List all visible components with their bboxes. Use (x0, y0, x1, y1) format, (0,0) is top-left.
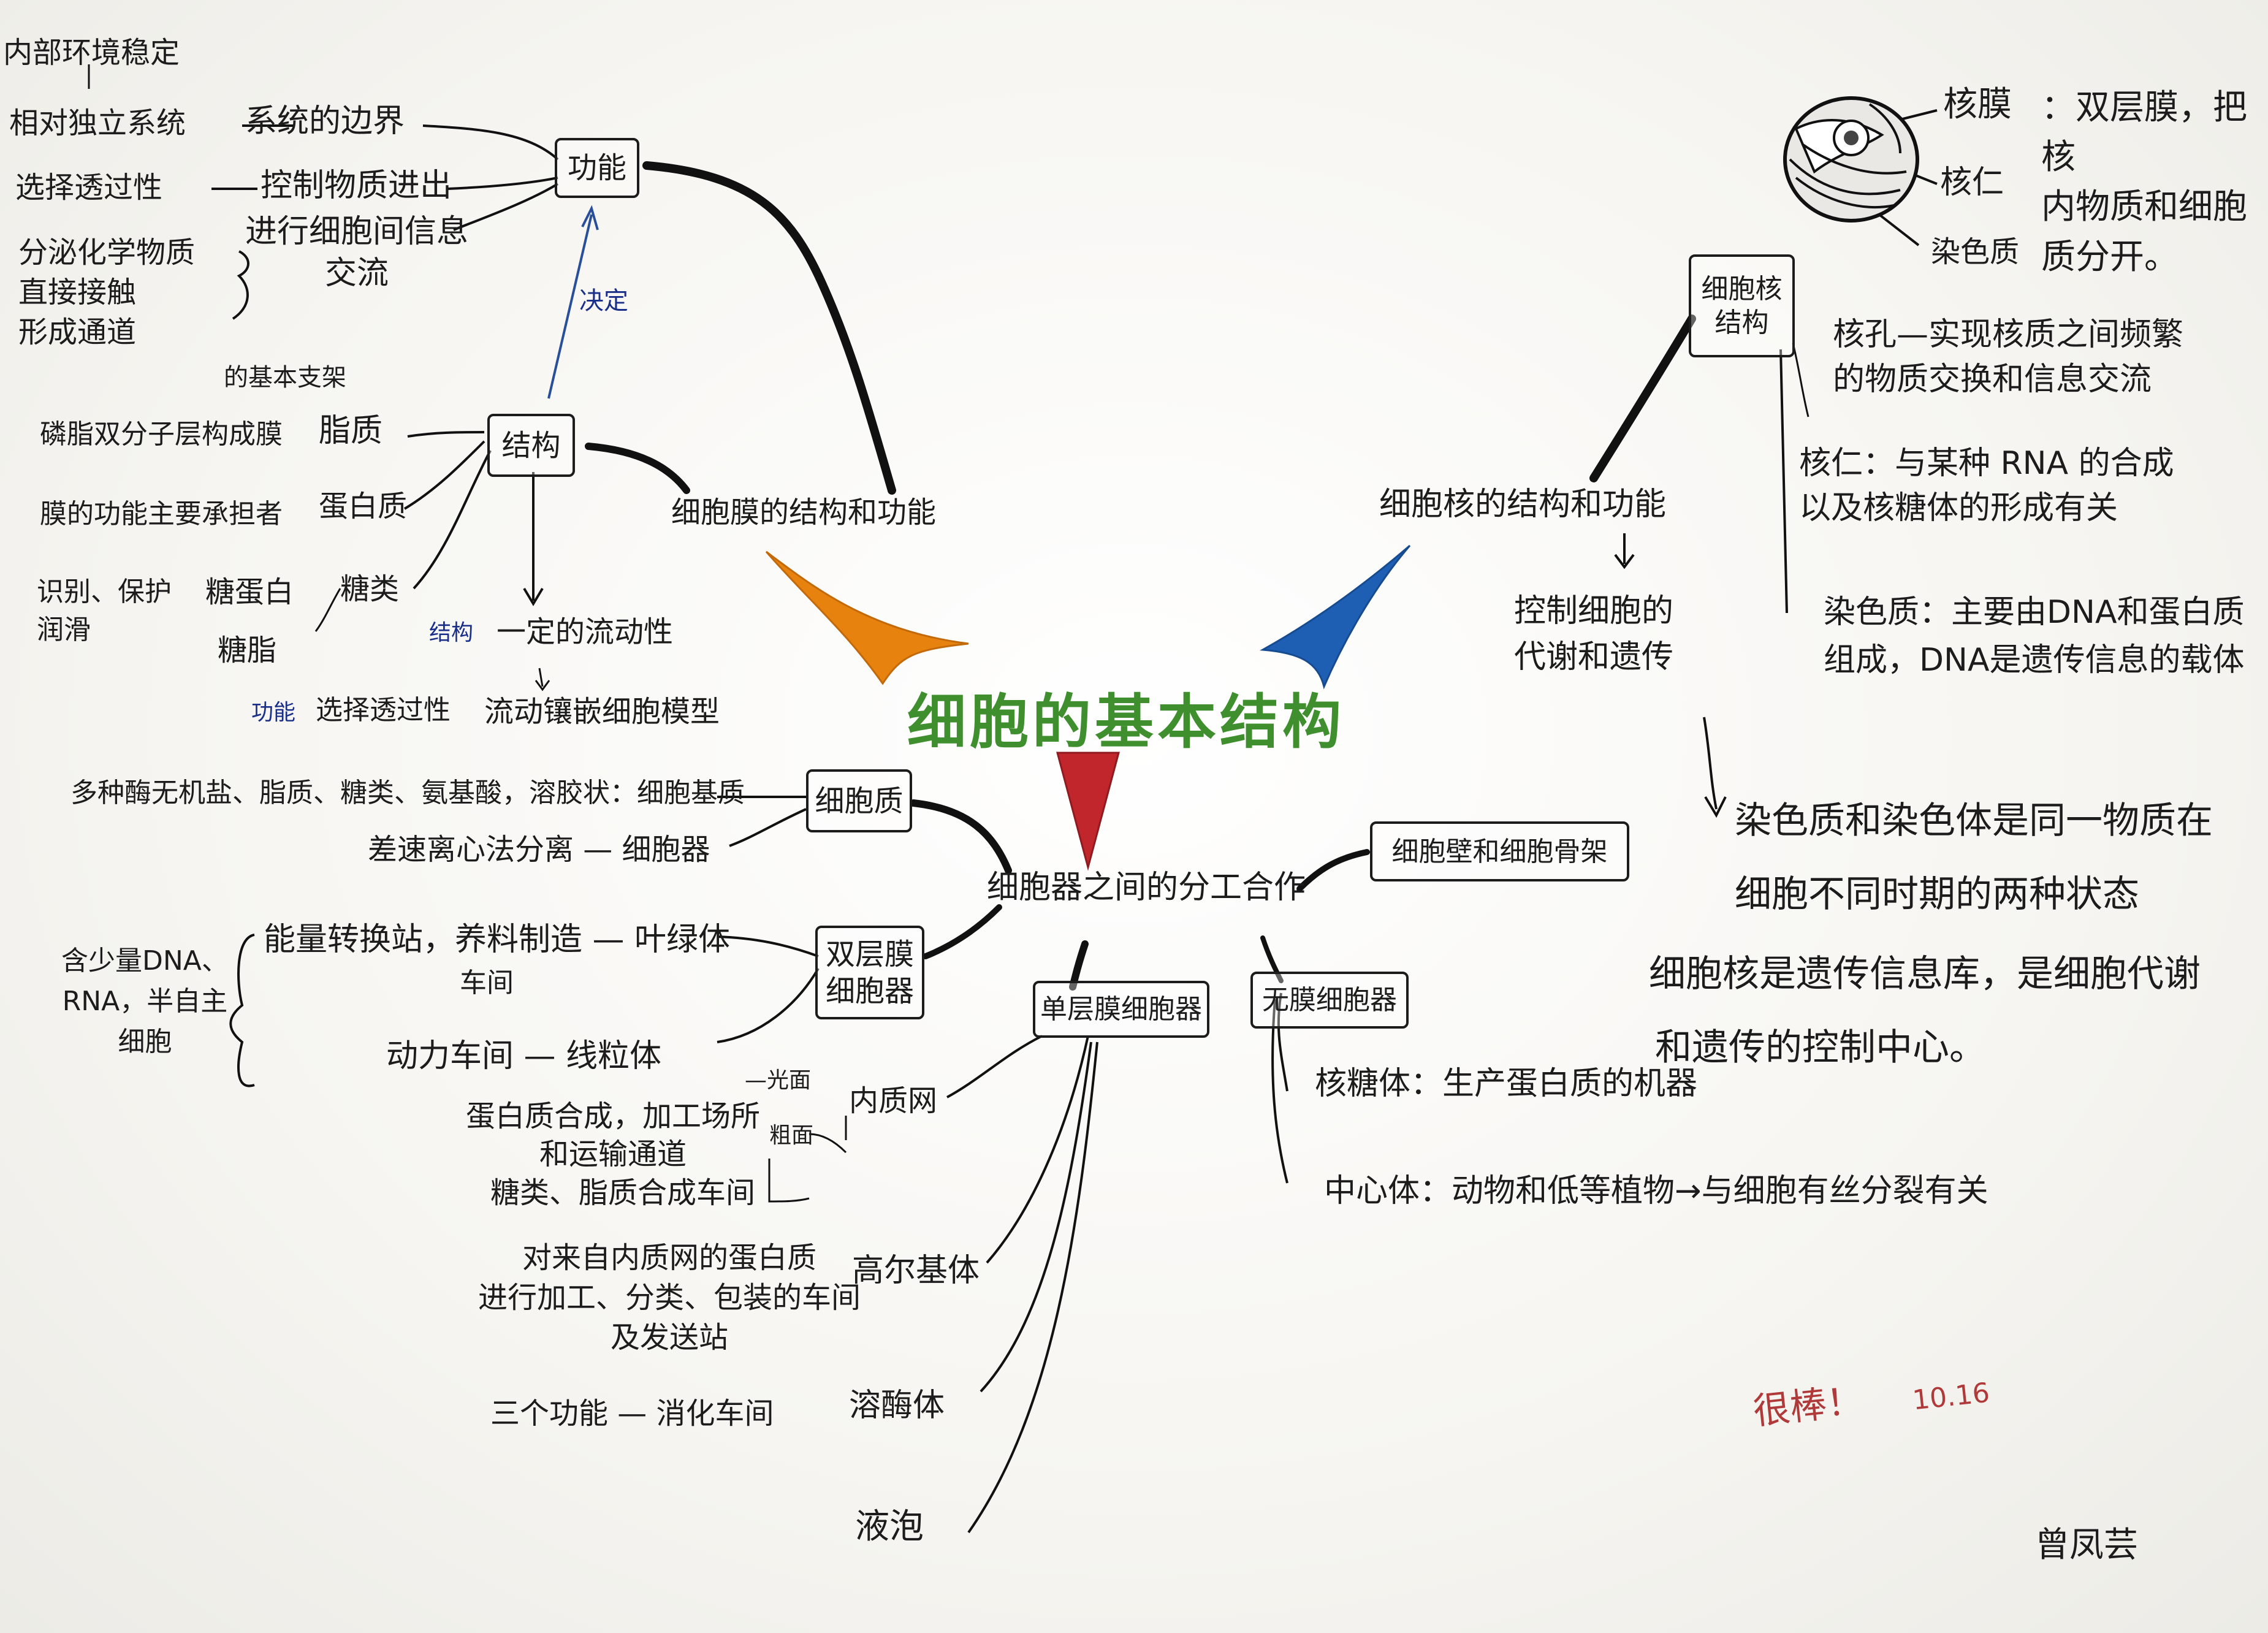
single-membrane-trunk (1069, 940, 1089, 991)
signature-text: 曾凤芸 (2035, 1525, 2138, 1565)
blue-brush-stroke (1259, 544, 1411, 690)
control-text: 控制物质进出 (261, 167, 452, 204)
boundary-top-text: 内部环境稳定 (3, 36, 180, 70)
model-text: 流动镶嵌细胞模型 (484, 695, 720, 729)
cytoplasm-box: 细胞质 (806, 769, 912, 832)
none-membrane-box: 无膜细胞器 (1250, 972, 1409, 1029)
lipid-note-text: 的基本支架 (224, 364, 346, 392)
er-rough-text: —光面 (745, 1068, 812, 1093)
chromatin-desc: 染色质：主要由DNA和蛋白质 组成，DNA是遗传信息的载体 (1824, 594, 2245, 679)
selective-text: 选择透过性 (316, 695, 451, 726)
summary-line-3: 细胞核是遗传信息库，是细胞代谢 (1649, 953, 2201, 995)
wall-trunk (1296, 849, 1370, 892)
membrane-label: 细胞膜的结构和功能 (671, 495, 937, 530)
glycolipid-text: 糖脂 (218, 633, 277, 668)
nucleus-structure-box: 细胞核 结构 (1689, 254, 1795, 357)
none-membrane-trunk (1260, 935, 1284, 983)
boundary-source-text: 相对独立系统 (9, 106, 186, 140)
nucleus-sketch-icon (1783, 96, 1919, 223)
er-lipid-text: 糖类、脂质合成车间 (490, 1176, 756, 1210)
lysosome-desc: 三个功能 — 消化车间 (490, 1396, 774, 1431)
mitochondria-text: 动力车间 — 线粒体 (386, 1038, 662, 1075)
er-label: 内质网 (849, 1084, 938, 1118)
summary-line-1: 染色质和染色体是同一物质在 (1735, 799, 2213, 842)
glycoprotein-text: 糖蛋白 (205, 575, 294, 609)
red-brush-stroke (1056, 752, 1120, 871)
nucleus-label: 细胞核的结构和功能 (1379, 486, 1667, 523)
chloroplast-sub-text: 车间 (460, 967, 514, 999)
golgi-label: 高尔基体 (852, 1252, 980, 1289)
centrifuge-text: 差速离心法分离 — 细胞器 (368, 832, 710, 867)
ribosome-text: 核糖体：生产蛋白质的机器 (1315, 1065, 1698, 1102)
golgi-desc: 对来自内质网的蛋白质 进行加工、分类、包装的车间 及发送站 (478, 1241, 861, 1355)
membrane-function-trunk (642, 161, 896, 495)
membrane-structure-box: 结构 (487, 414, 575, 477)
organelles-label: 细胞器之间的分工合作 (987, 869, 1306, 906)
envelope-label: 核膜 (1943, 85, 2012, 124)
protein-text: 蛋白质 (319, 489, 408, 523)
boundary-text: 系统的边界 (245, 103, 405, 140)
envelope-desc: ：双层膜，把核 内物质和细胞 质分开。 (2041, 88, 2247, 277)
double-membrane-box: 双层膜 细胞器 (815, 926, 924, 1019)
nucleus-trunk (1589, 314, 1696, 482)
dna-note: 含少量DNA、 RNA，半自主 细胞 (61, 945, 229, 1057)
nucleus-control-text: 控制细胞的 代谢和遗传 (1514, 593, 1674, 676)
lysosome-label: 溶酶体 (849, 1387, 945, 1424)
er-protein-text: 蛋白质合成，加工场所 和运输通道 (466, 1099, 761, 1172)
decides-label: 决定 (579, 287, 628, 315)
info-source-text: 分泌化学物质 直接接触 形成通道 (18, 235, 196, 349)
control-source-text: 选择透过性 (15, 170, 163, 205)
summary-line-4: 和遗传的控制中心。 (1655, 1026, 1986, 1069)
info-text: 进行细胞间信息 交流 (245, 213, 469, 292)
fluidity-tag: 结构 (429, 620, 474, 645)
lipid-source-text: 磷脂双分子层构成膜 (40, 419, 283, 450)
single-membrane-box: 单层膜细胞器 (1033, 981, 1209, 1038)
orange-brush-stroke (765, 550, 969, 685)
nucleolus-desc: 核仁：与某种 RNA 的合成 以及核糖体的形成有关 (1799, 445, 2174, 527)
fluidity-text: 一定的流动性 (497, 615, 674, 649)
summary-line-2: 细胞不同时期的两种状态 (1735, 873, 2139, 916)
vacuole-label: 液泡 (855, 1507, 924, 1547)
protein-source-text: 膜的功能主要承担者 (40, 498, 283, 530)
lipid-text: 脂质 (319, 413, 383, 449)
sugar-source-text: 识别、保护 润滑 (37, 576, 172, 645)
chromatin-label: 染色质 (1931, 235, 2020, 269)
chloroplast-text: 能量转换站，养料制造 — 叶绿体 (264, 921, 731, 958)
nucleolus-label: 核仁 (1940, 164, 2004, 201)
selective-tag: 功能 (251, 700, 296, 725)
centrosome-text: 中心体：动物和低等植物→与细胞有丝分裂有关 (1324, 1173, 1988, 1209)
matrix-text: 多种酶无机盐、脂质、糖类、氨基酸，溶胶状：细胞基质 (70, 777, 745, 809)
er-smooth-text: 粗面 (769, 1123, 814, 1148)
sugar-text: 糖类 (340, 572, 400, 606)
wall-box: 细胞壁和细胞骨架 (1370, 821, 1629, 881)
map-title: 细胞的基本结构 (907, 687, 1345, 756)
membrane-function-box: 功能 (555, 138, 639, 198)
cytoplasm-trunk (910, 799, 1012, 874)
membrane-structure-trunk (585, 443, 690, 494)
double-membrane-trunk (923, 904, 1002, 959)
pore-text: 核孔—实现核质之间频繁 的物质交换和信息交流 (1833, 316, 2184, 398)
